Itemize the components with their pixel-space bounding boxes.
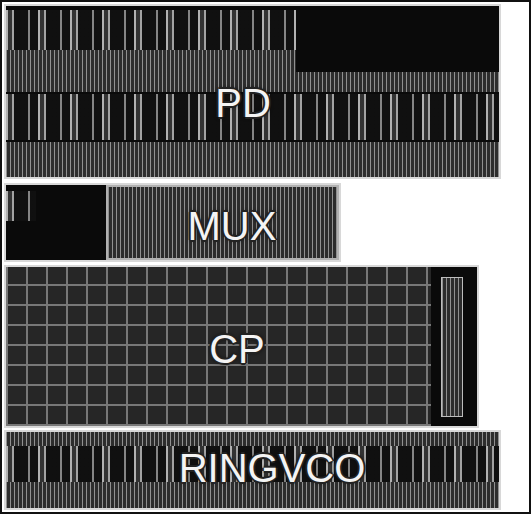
cell-array bbox=[6, 191, 36, 221]
cell-array bbox=[6, 50, 296, 72]
cell-array bbox=[441, 277, 463, 417]
block-label: RINGVCO bbox=[179, 448, 366, 488]
cell-array bbox=[6, 142, 499, 177]
block-label: PD bbox=[215, 83, 271, 123]
cell-array bbox=[6, 432, 499, 446]
circuit-block: PD bbox=[4, 4, 501, 179]
circuit-block: MUX bbox=[4, 183, 341, 262]
block-label: CP bbox=[209, 329, 265, 369]
circuit-block: RINGVCO bbox=[4, 430, 501, 510]
circuit-block: CP bbox=[4, 265, 479, 428]
cell-array bbox=[6, 10, 296, 50]
block-label: MUX bbox=[188, 206, 277, 246]
